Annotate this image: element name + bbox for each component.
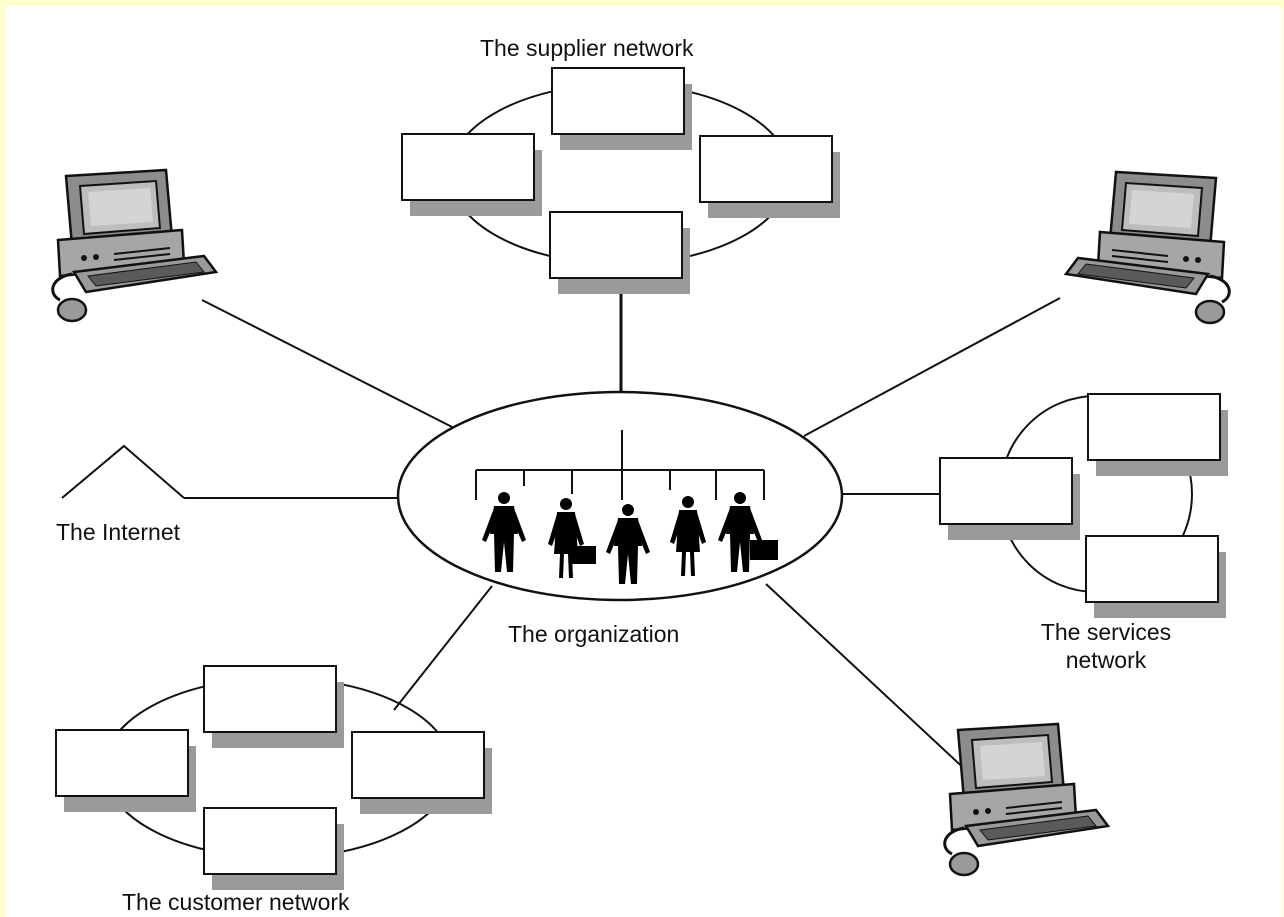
organization-label: The organization xyxy=(508,621,680,647)
diagram-canvas: The supplier network The Internet The or… xyxy=(6,6,1282,917)
internet-label: The Internet xyxy=(56,519,181,545)
people-silhouette-icon xyxy=(482,492,778,584)
services-network-label: The services network xyxy=(1036,618,1176,674)
customer-network-label: The customer network xyxy=(122,889,350,915)
org-chart-lines xyxy=(475,430,765,500)
connector-computer-top-left xyxy=(201,299,459,431)
supplier-node-top xyxy=(551,67,692,150)
customer-node-bottom xyxy=(203,807,344,890)
supplier-network-label: The supplier network xyxy=(480,35,694,61)
computer-icon xyxy=(943,722,1110,877)
connector-lines xyxy=(184,284,1061,775)
network-diagram xyxy=(51,67,1231,890)
customer-node-top xyxy=(203,665,344,748)
services-network xyxy=(939,393,1228,618)
customer-node-left xyxy=(55,729,196,812)
customer-node-right xyxy=(351,731,492,814)
connector-computer-top-right xyxy=(803,297,1061,437)
computer-icon xyxy=(51,168,218,323)
supplier-node-bottom xyxy=(549,211,690,294)
computer-icon xyxy=(1064,170,1231,325)
services-node-top xyxy=(1087,393,1228,476)
services-network-label-line1: The services xyxy=(1040,619,1172,645)
supplier-node-left xyxy=(401,133,542,216)
supplier-node-right xyxy=(699,135,840,218)
supplier-network xyxy=(401,67,840,294)
connector-customer xyxy=(393,585,493,711)
organization xyxy=(396,390,844,602)
internet-zigzag-icon xyxy=(61,444,185,499)
services-node-bottom xyxy=(1085,535,1226,618)
customer-network xyxy=(55,665,492,890)
connector-computer-bottom-right xyxy=(765,583,971,775)
services-node-left xyxy=(939,457,1080,540)
services-network-label-line2: network xyxy=(1065,647,1147,673)
